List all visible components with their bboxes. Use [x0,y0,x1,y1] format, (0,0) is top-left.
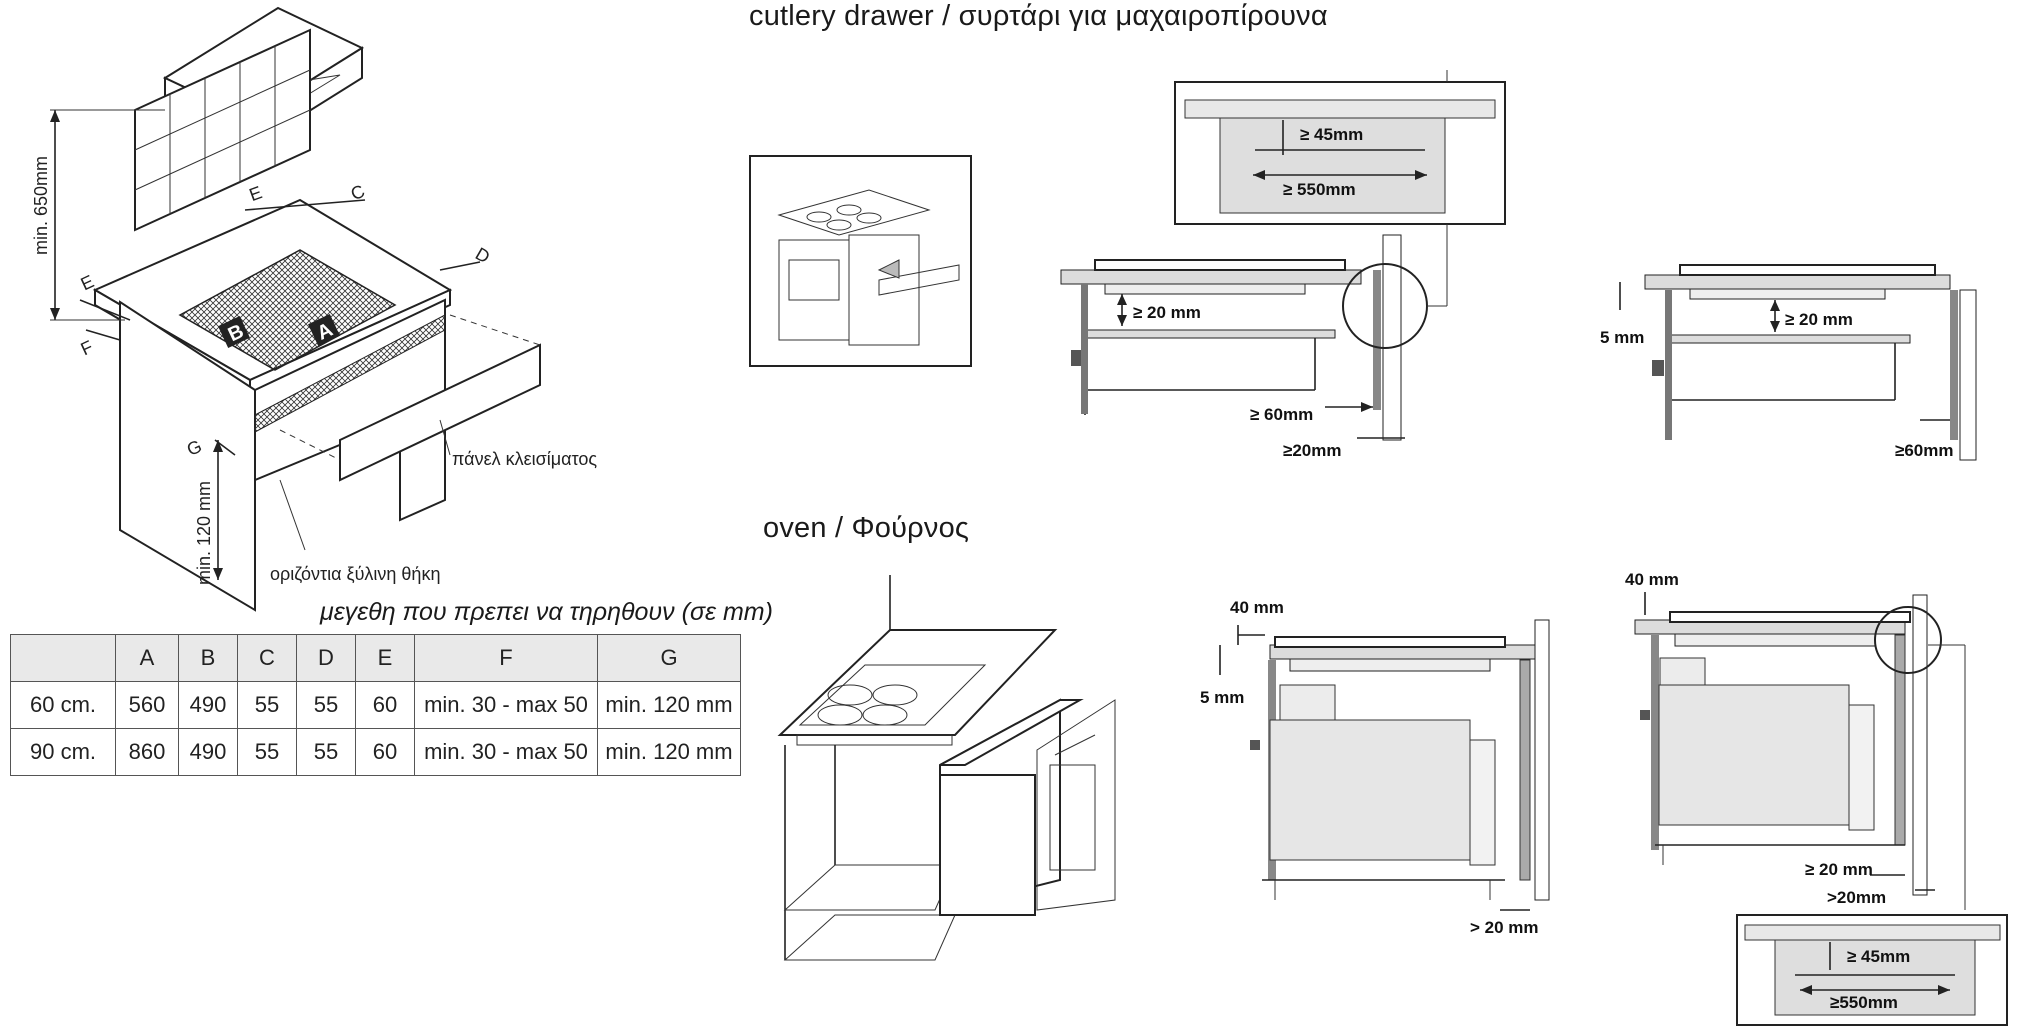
drawer-right-60-label: ≥60mm [1895,441,1953,460]
table-header-cell: C [237,634,297,682]
table-cell: min. 120 mm [597,728,741,776]
table-caption: μεγεθη που πρεπει να τηρηθουν (σε mm) [320,598,773,626]
oven-left-40-label: 40 mm [1230,598,1284,617]
table-cell: min. 120 mm [597,681,741,729]
dim-E-label: E [247,182,265,205]
table-cell: 860 [115,728,179,776]
drawer-gap-20b-label: ≥20mm [1283,441,1341,460]
table-cell: 60 [355,681,415,729]
table-cell: 490 [178,728,238,776]
dim-F-label: F [78,337,96,360]
table-cell: 55 [237,728,297,776]
table-header-cell: E [355,634,415,682]
oven-right-20b-label: >20mm [1827,888,1886,907]
drawer-gap-60-label: ≥ 60mm [1250,405,1313,424]
table-header-cell: B [178,634,238,682]
table-header-cell: A [115,634,179,682]
oven-section-left-diagram: 40 mm 5 mm > 20 mm [1200,598,1550,937]
cutlery-drawer-heading: cutlery drawer / συρτάρι για μαχαιροπίρο… [749,0,1328,32]
table-cell: 60 cm. [10,681,116,729]
table-cell: 490 [178,681,238,729]
wood-case-label: οριζόντια ξύλινη θήκη [270,564,440,584]
table-cell: 55 [296,681,356,729]
table-cell: min. 30 - max 50 [414,728,598,776]
oven-isometric-diagram [777,575,1116,961]
table-header-cell [10,634,116,682]
drawer-gap-20-label: ≥ 20 mm [1133,303,1201,322]
drawer-detail-550-label: ≥ 550mm [1283,180,1356,199]
table-row: 90 cm. 860 490 55 55 60 min. 30 - max 50… [10,728,741,776]
drawer-section-left-diagram: ≥ 45mm ≥ 550mm ≥ 20 mm ≥ 60mm ≥20mm [1060,70,1506,460]
table-cell: 90 cm. [10,728,116,776]
table-cell: 55 [237,681,297,729]
kitchen-inset-diagram [749,155,972,367]
oven-detail-45-label: ≥ 45mm [1847,947,1910,966]
oven-detail-550-label: ≥550mm [1830,993,1898,1012]
table-header-row: A B C D E F G [10,634,741,682]
table-header-cell: F [414,634,598,682]
oven-left-5-label: 5 mm [1200,688,1244,707]
table-cell: 560 [115,681,179,729]
table-row: 60 cm. 560 490 55 55 60 min. 30 - max 50… [10,681,741,729]
closing-panel-label: πάνελ κλεισίματος [452,449,597,469]
drawer-section-right-diagram: ≥ 20 mm 5 mm ≥60mm [1600,264,1977,461]
oven-right-40-label: 40 mm [1625,570,1679,589]
table-cell: 55 [296,728,356,776]
cabinet-isometric-diagram: min. 650mm min. 120 mm E C D E F G B A π… [31,6,597,612]
table-cell: min. 30 - max 50 [414,681,598,729]
table-cell: 60 [355,728,415,776]
oven-heading: oven / Φούρνος [763,512,970,544]
oven-section-right-diagram: 40 mm ≥ 20 mm >20mm ≥ 45mm ≥550mm [1625,570,2008,1026]
min650-label: min. 650mm [31,156,51,255]
min120-label: min. 120 mm [194,481,214,585]
oven-left-20-label: > 20 mm [1470,918,1539,937]
drawer-right-20-label: ≥ 20 mm [1785,310,1853,329]
table-header-cell: G [597,634,741,682]
drawer-detail-45-label: ≥ 45mm [1300,125,1363,144]
drawer-right-5-label: 5 mm [1600,328,1644,347]
dimensions-table: A B C D E F G 60 cm. 560 490 55 55 60 mi… [10,634,741,776]
oven-right-20a-label: ≥ 20 mm [1805,860,1873,879]
table-header-cell: D [296,634,356,682]
